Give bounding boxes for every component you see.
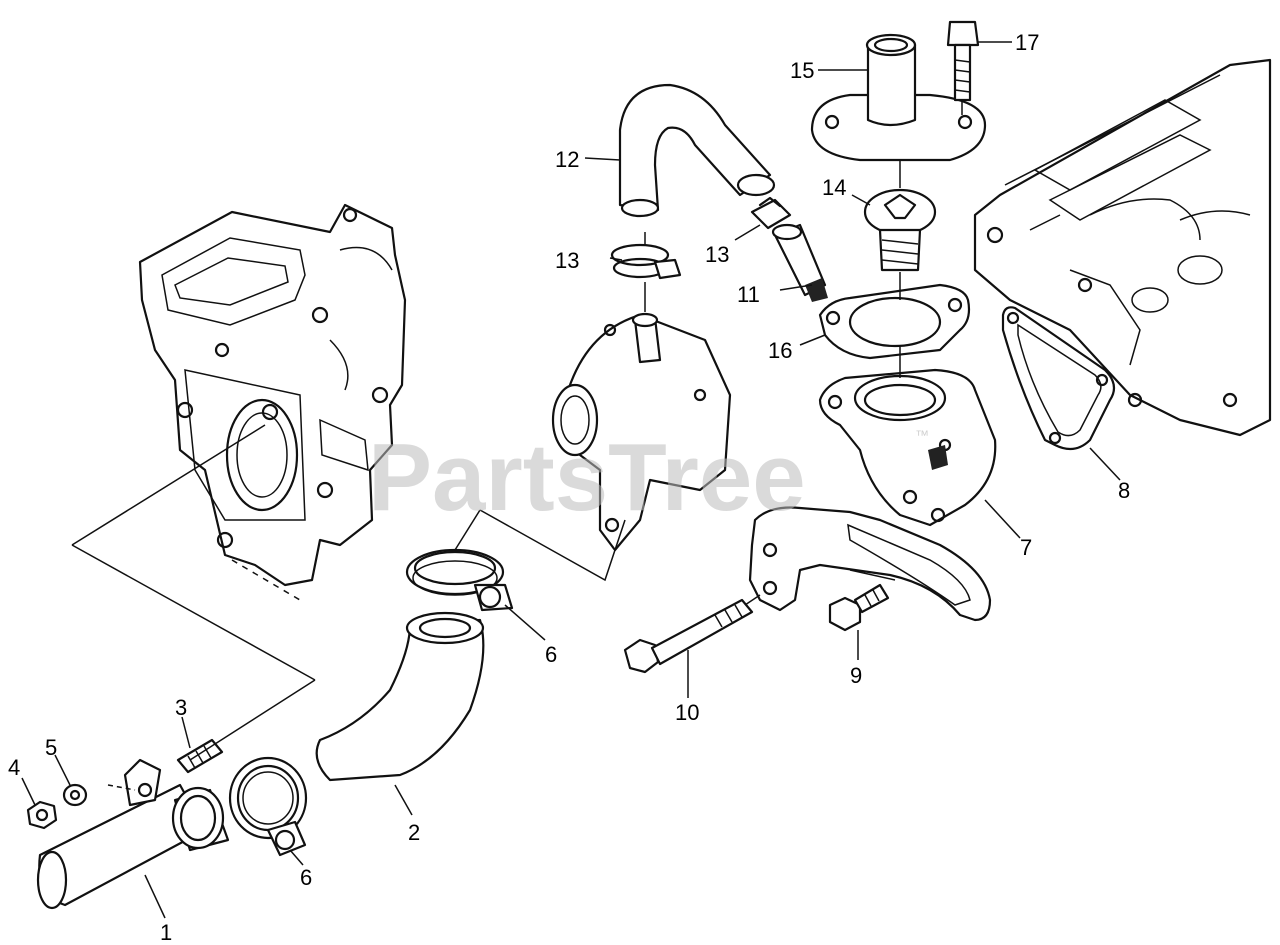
guide-lines (71, 100, 963, 761)
part-3-stud (176, 738, 224, 774)
callout-labels: 1 2 3 4 5 6 6 7 8 9 10 11 12 13 13 14 15… (8, 30, 1130, 945)
callout-14: 14 (822, 175, 846, 200)
callout-9: 9 (850, 663, 862, 688)
bracket (748, 506, 992, 622)
part-14-thermostat (863, 188, 937, 272)
callout-8: 8 (1118, 478, 1130, 503)
part-17-bolt (946, 20, 980, 102)
part-15-thermostat-cover (810, 33, 987, 162)
callout-16: 16 (768, 338, 792, 363)
part-4-nut (26, 800, 58, 830)
leader-lines (21, 41, 1121, 919)
callout-3: 3 (175, 695, 187, 720)
part-1-pipe (36, 758, 207, 910)
watermark: PartsTree ™ (368, 424, 929, 531)
callout-1: 1 (160, 920, 172, 945)
callout-17: 17 (1015, 30, 1039, 55)
watermark-trademark: ™ (915, 427, 929, 443)
callout-10: 10 (675, 700, 699, 725)
callout-12: 12 (555, 147, 579, 172)
part-16-gasket (818, 283, 971, 360)
engine-block-left (138, 203, 407, 601)
part-6-hose-clamp-lower (228, 756, 308, 857)
pipe-collar (171, 786, 230, 852)
part-7-thermostat-housing (818, 368, 997, 527)
part-10-long-bolt (623, 598, 754, 674)
callout-7: 7 (1020, 535, 1032, 560)
watermark-text: PartsTree (368, 424, 806, 531)
part-13-small-clamp-left (610, 243, 682, 280)
callout-13-right: 13 (705, 242, 729, 267)
callout-13-left: 13 (555, 248, 579, 273)
callout-4: 4 (8, 755, 20, 780)
part-2-hose (315, 611, 485, 782)
callout-6-upper: 6 (545, 642, 557, 667)
part-11-temperature-sensor (771, 223, 828, 302)
part-12-bypass-hose (618, 83, 776, 218)
callout-5: 5 (45, 735, 57, 760)
part-13-small-clamp-right (750, 196, 792, 230)
callout-2: 2 (408, 820, 420, 845)
part-6-hose-clamp-upper (405, 548, 514, 612)
part-8-gasket (1001, 306, 1116, 451)
engine-block-right (973, 58, 1272, 437)
part-5-washer (62, 783, 88, 807)
part-9-bolt (828, 583, 890, 632)
callout-6-lower: 6 (300, 865, 312, 890)
callout-15: 15 (790, 58, 814, 83)
callout-11: 11 (737, 282, 760, 307)
